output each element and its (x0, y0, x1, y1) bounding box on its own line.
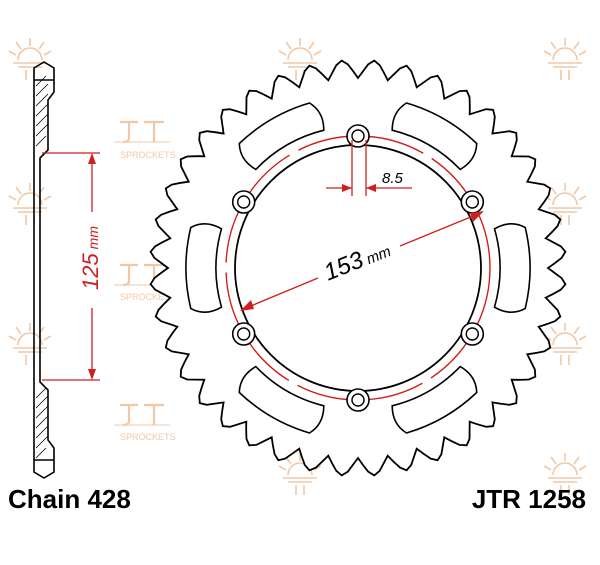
lightening-slot (391, 365, 478, 434)
bolt-hole (465, 195, 479, 209)
hole-diameter-label: 8.5 (382, 170, 404, 187)
bolt-hole (351, 393, 365, 407)
bolt-hole (465, 327, 479, 341)
lightening-slot (238, 102, 325, 171)
lightening-slot (493, 223, 531, 313)
pcd-circle (225, 135, 491, 401)
watermark-text: SPROCKETS (120, 292, 176, 302)
pcd-dimension (240, 211, 484, 311)
watermark-text: SPROCKETS (120, 432, 176, 442)
bolt-hole (351, 129, 365, 143)
lightening-slot (238, 365, 325, 434)
sprocket-side-profile (33, 61, 55, 479)
lightening-slot (185, 223, 223, 313)
bolt-hole (236, 327, 251, 341)
lightening-slot (391, 102, 478, 171)
thickness-label: 125mm (78, 226, 103, 290)
sprocket-front-view (149, 59, 567, 477)
part-number-label: JTR 1258 (471, 484, 586, 514)
sprocket-teeth-outline (149, 59, 567, 477)
bolt-hole (236, 195, 251, 209)
thickness-dimension (42, 152, 100, 381)
watermark-text: SPROCKETS (120, 150, 176, 160)
hole-dimension (326, 140, 412, 196)
chain-size-label: Chain 428 (8, 484, 131, 514)
